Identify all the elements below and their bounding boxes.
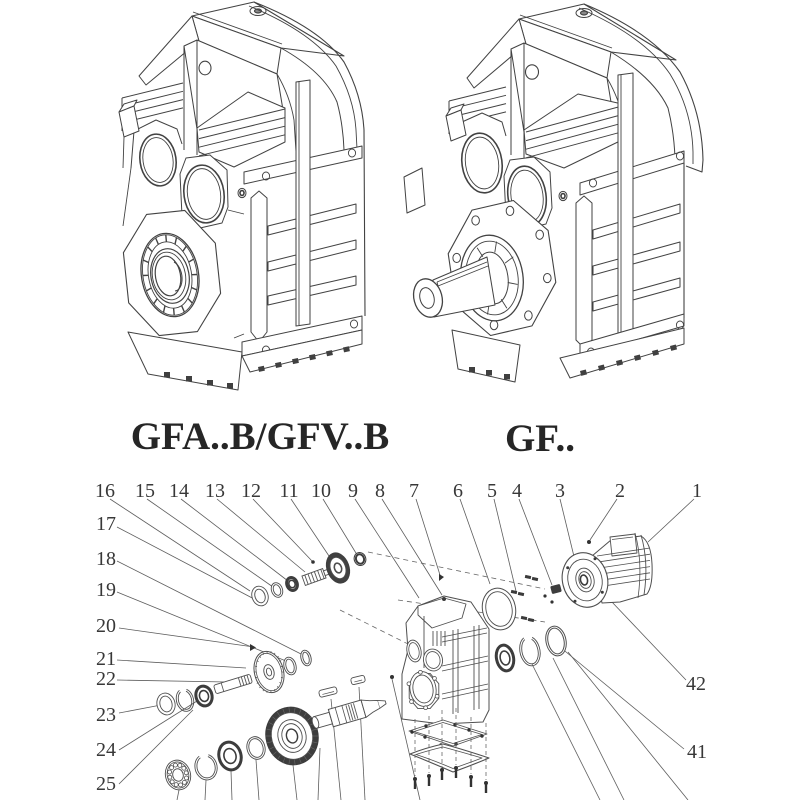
svg-text:2: 2	[615, 480, 625, 502]
svg-text:18: 18	[96, 548, 116, 570]
svg-text:8: 8	[375, 480, 385, 502]
svg-text:5: 5	[487, 480, 497, 502]
svg-text:6: 6	[453, 480, 463, 502]
svg-text:42: 42	[686, 673, 706, 695]
svg-text:11: 11	[279, 480, 298, 502]
svg-text:16: 16	[95, 480, 115, 502]
svg-text:10: 10	[311, 480, 331, 502]
svg-text:17: 17	[96, 513, 116, 535]
svg-text:15: 15	[135, 480, 155, 502]
svg-text:19: 19	[96, 579, 116, 601]
svg-text:20: 20	[96, 615, 116, 637]
svg-text:12: 12	[241, 480, 261, 502]
svg-text:GFA..B/GFV..B: GFA..B/GFV..B	[131, 415, 390, 458]
svg-text:1: 1	[692, 480, 702, 502]
svg-text:13: 13	[205, 480, 225, 502]
svg-text:21: 21	[96, 648, 116, 670]
svg-text:23: 23	[96, 704, 116, 726]
svg-text:14: 14	[169, 480, 189, 502]
svg-text:3: 3	[555, 480, 565, 502]
svg-text:7: 7	[409, 480, 419, 502]
svg-text:4: 4	[512, 480, 522, 502]
svg-text:9: 9	[348, 480, 358, 502]
svg-text:22: 22	[96, 668, 116, 690]
svg-text:41: 41	[687, 741, 707, 763]
svg-text:25: 25	[96, 773, 116, 795]
svg-text:GF..: GF..	[505, 417, 575, 460]
svg-text:24: 24	[96, 739, 116, 761]
